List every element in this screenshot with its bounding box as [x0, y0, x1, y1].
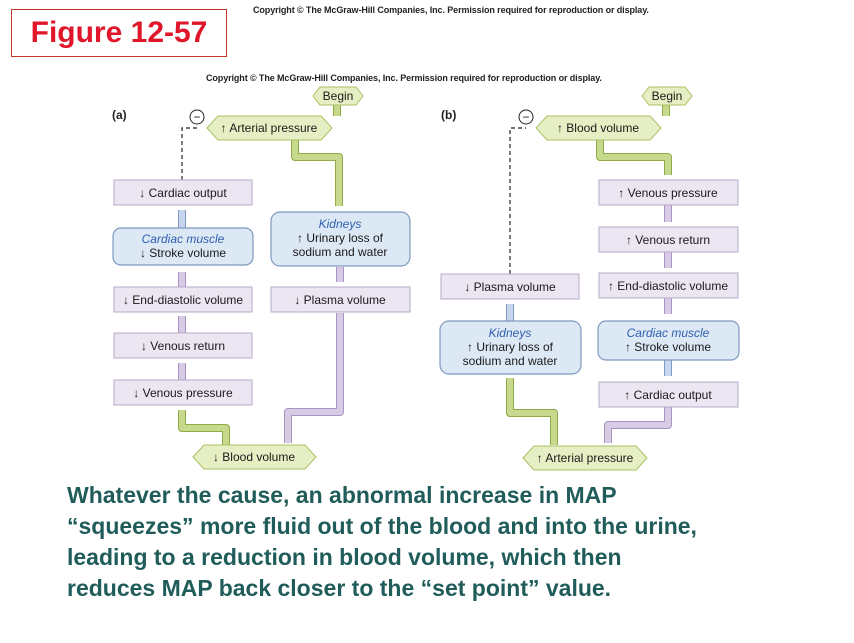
- svg-text:Cardiac muscle: Cardiac muscle: [142, 232, 225, 246]
- svg-text:↑ Urinary loss of: ↑ Urinary loss of: [297, 231, 384, 245]
- svg-text:↓ Plasma volume: ↓ Plasma volume: [294, 293, 386, 307]
- figure-label: Figure 12-57: [11, 9, 227, 57]
- cardiac-muscle-node-b: [597, 320, 740, 361]
- svg-text:−: −: [522, 110, 529, 124]
- svg-text:↑ Venous pressure: ↑ Venous pressure: [618, 186, 718, 200]
- svg-text:−: −: [193, 110, 200, 124]
- caption-line: Whatever the cause, an abnormal increase…: [67, 482, 617, 508]
- copyright-notice-top: Copyright © The McGraw-Hill Companies, I…: [253, 5, 649, 15]
- panel-b: (b) − Begin ↑ Blood volu: [439, 86, 740, 471]
- svg-text:↑ Venous return: ↑ Venous return: [626, 233, 710, 247]
- svg-text:Begin: Begin: [652, 89, 683, 103]
- caption-line: leading to a reduction in blood volume, …: [67, 544, 622, 570]
- svg-text:↑ Urinary loss of: ↑ Urinary loss of: [467, 340, 554, 354]
- kidneys-node-a: [270, 211, 411, 267]
- begin-label-a: [312, 86, 364, 106]
- panel-b-letter: (b): [441, 108, 456, 122]
- arterial-pressure-node-b: [522, 445, 648, 471]
- svg-text:↑ End-diastolic volume: ↑ End-diastolic volume: [608, 279, 728, 293]
- kidneys-node-b: [439, 320, 582, 375]
- svg-text:↓ Blood volume: ↓ Blood volume: [213, 450, 295, 464]
- svg-text:↓ Stroke volume: ↓ Stroke volume: [140, 246, 226, 260]
- panel-a: (a) − Begin ↑ Arter: [112, 86, 411, 470]
- begin-label-b: [641, 86, 693, 106]
- svg-text:↑ Cardiac output: ↑ Cardiac output: [624, 388, 712, 402]
- svg-text:↓ Venous return: ↓ Venous return: [141, 339, 225, 353]
- venous-pressure-node-b: [598, 179, 739, 206]
- svg-text:sodium and water: sodium and water: [293, 245, 388, 259]
- venous-return-node-b: [598, 226, 739, 253]
- blood-volume-node-b: [535, 115, 662, 141]
- venous-pressure-node-a: [113, 379, 253, 406]
- end-diastolic-volume-node-b: [598, 272, 739, 299]
- svg-text:↑ Stroke volume: ↑ Stroke volume: [625, 340, 711, 354]
- svg-text:Kidneys: Kidneys: [489, 326, 532, 340]
- svg-text:↑ Blood volume: ↑ Blood volume: [557, 121, 639, 135]
- svg-text:Kidneys: Kidneys: [319, 217, 362, 231]
- plasma-volume-node-a: [270, 286, 411, 313]
- svg-text:↓ End-diastolic volume: ↓ End-diastolic volume: [123, 293, 243, 307]
- venous-return-node-a: [113, 332, 253, 359]
- copyright-notice-diagram: Copyright © The McGraw-Hill Companies, I…: [206, 73, 602, 83]
- minus-sign-icon: [189, 109, 205, 125]
- svg-text:↓ Cardiac output: ↓ Cardiac output: [139, 186, 227, 200]
- feedback-line-a: [181, 127, 197, 180]
- arterial-pressure-node-a: [206, 115, 333, 141]
- caption-line: “squeezes” more fluid out of the blood a…: [67, 513, 697, 539]
- svg-text:Cardiac muscle: Cardiac muscle: [627, 326, 710, 340]
- blood-volume-node-a: [192, 444, 317, 470]
- panel-a-letter: (a): [112, 108, 127, 122]
- feedback-diagram: (a) − Begin ↑ Arter: [112, 86, 740, 471]
- svg-text:↓ Venous pressure: ↓ Venous pressure: [133, 386, 233, 400]
- cardiac-muscle-node-a: [112, 227, 254, 266]
- plasma-volume-node-b: [440, 273, 580, 300]
- end-diastolic-volume-node-a: [113, 286, 253, 313]
- svg-text:Begin: Begin: [323, 89, 354, 103]
- feedback-line-b: [509, 127, 526, 274]
- cardiac-output-node-b: [598, 381, 739, 408]
- minus-sign-icon: [518, 109, 534, 125]
- svg-text:sodium and water: sodium and water: [463, 354, 558, 368]
- caption-text: Whatever the cause, an abnormal increase…: [67, 480, 827, 604]
- cardiac-output-node-a: [113, 179, 253, 206]
- svg-text:↑ Arterial pressure: ↑ Arterial pressure: [537, 451, 634, 465]
- svg-text:↓ Plasma volume: ↓ Plasma volume: [464, 280, 556, 294]
- svg-text:↑ Arterial pressure: ↑ Arterial pressure: [221, 121, 318, 135]
- caption-line: reduces MAP back closer to the “set poin…: [67, 575, 612, 601]
